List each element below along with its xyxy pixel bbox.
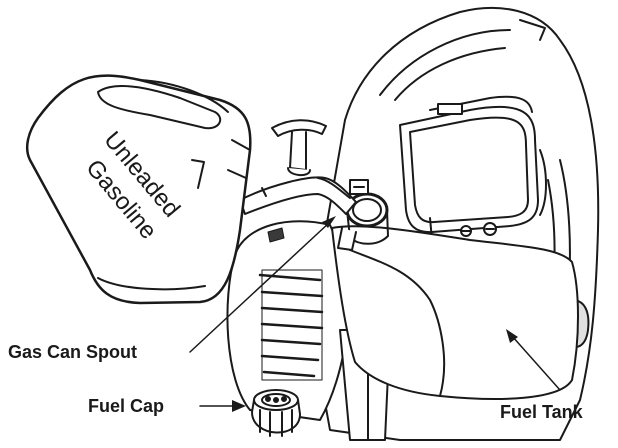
label-fuel-tank: Fuel Tank — [500, 402, 584, 422]
fuel-line-detail — [267, 227, 285, 243]
starter-handle — [271, 119, 327, 176]
callout-leaders — [189, 216, 561, 412]
fuel-tank — [331, 179, 579, 400]
label-gas-can-spout: Gas Can Spout — [8, 342, 137, 362]
gas-can: Unleaded Gasoline — [26, 74, 357, 305]
fuel-cap — [251, 389, 301, 437]
air-filter-cover — [399, 95, 547, 245]
label-fuel-cap: Fuel Cap — [88, 396, 164, 416]
recoil-starter — [226, 220, 352, 421]
